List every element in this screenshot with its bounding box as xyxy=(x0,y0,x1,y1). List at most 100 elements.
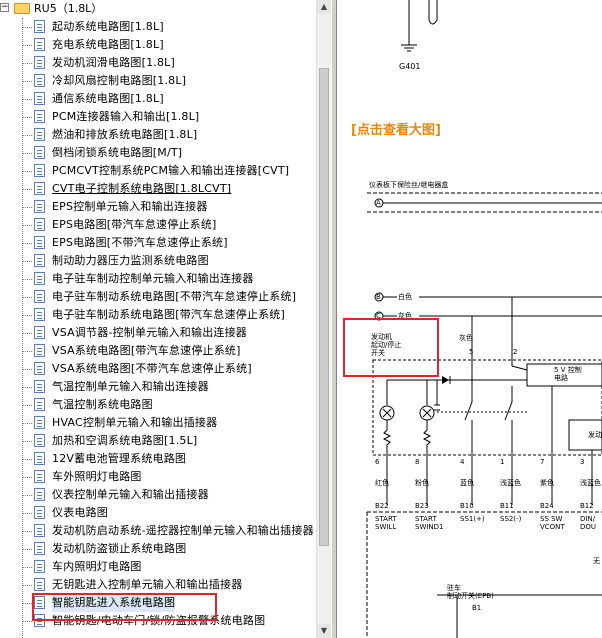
parking-brake-label-line2: 制动开关(EPB) xyxy=(447,592,494,600)
tree-item-label[interactable]: 无钥匙进入控制单元输入和输出插接器 xyxy=(52,578,243,591)
tree-item[interactable]: 倒档闭锁系统电路图[M/T] xyxy=(0,144,316,162)
parking-brake-label-line1: 驻车 xyxy=(447,584,461,592)
tree-item[interactable]: 冷却风扇控制电路图[1.8L] xyxy=(0,72,316,90)
connector-pin-label: B11 xyxy=(500,502,514,510)
tree-item[interactable]: 通信系统电路图[1.8L] xyxy=(0,90,316,108)
tree-item-label[interactable]: VSA系统电路图[不带汽车怠速停止系统] xyxy=(52,362,252,375)
tree-item[interactable]: 仪表电路图 xyxy=(0,504,316,522)
tree-root-node[interactable]: − RU5（1.8L） xyxy=(0,0,320,18)
tree-item[interactable]: 气温控制系统电路图 xyxy=(0,396,316,414)
tree-item[interactable]: 仪表控制单元输入和输出插接器 xyxy=(0,486,316,504)
connector-pin-label: B12 xyxy=(580,502,594,510)
tree-item[interactable]: 发动机防盗锁止系统电路图 xyxy=(0,540,316,558)
tree-item[interactable]: 制动助力器压力监测系统电路图 xyxy=(0,252,316,270)
highlight-box-engine-switch xyxy=(343,318,439,377)
tree-item[interactable]: PCMCVT控制系统PCM输入和输出连接器[CVT] xyxy=(0,162,316,180)
tree-item[interactable]: 加热和空调系统电路图[1.5L] xyxy=(0,432,316,450)
scrollbar-thumb[interactable] xyxy=(319,68,329,546)
collapse-icon[interactable]: − xyxy=(0,2,9,12)
tree-item[interactable]: 起动系统电路图[1.8L] xyxy=(0,18,316,36)
tree-item[interactable]: HVAC控制单元输入和输出插接器 xyxy=(0,414,316,432)
wire-color-label: 粉色 xyxy=(415,479,429,487)
tree-item-label[interactable]: 燃油和排放系统电路图[1.8L] xyxy=(52,128,198,141)
tree-item[interactable]: CVT电子控制系统电路图[1.8LCVT] xyxy=(0,180,316,198)
tree-item-label[interactable]: 起动系统电路图[1.8L] xyxy=(52,20,164,33)
fuse-box-label: 仪表板下保险丝/继电器盒 xyxy=(369,181,449,189)
tree-item-label[interactable]: 仪表控制单元输入和输出插接器 xyxy=(52,488,209,501)
tree-item[interactable]: 车外照明灯电路图 xyxy=(0,468,316,486)
document-icon xyxy=(34,416,45,429)
tree-item-label[interactable]: 制动助力器压力监测系统电路图 xyxy=(52,254,209,267)
wire-color-label: 蓝色 xyxy=(460,479,474,487)
tree-item[interactable]: EPS电路图[不带汽车怠速停止系统] xyxy=(0,234,316,252)
tree-item[interactable]: EPS控制单元输入和输出连接器 xyxy=(0,198,316,216)
scroll-down-arrow-icon[interactable]: ▼ xyxy=(317,624,331,638)
tree-item-label[interactable]: EPS电路图[带汽车怠速停止系统] xyxy=(52,218,217,231)
control-label-line1: 5 V 控制 xyxy=(554,366,582,374)
tree-item[interactable]: 车内照明灯电路图 xyxy=(0,558,316,576)
wire-color-label: 浅蓝色 xyxy=(580,479,601,487)
tree-item-label[interactable]: VSA系统电路图[带汽车怠速停止系统] xyxy=(52,344,241,357)
tree-item-label[interactable]: 加热和空调系统电路图[1.5L] xyxy=(52,434,198,447)
signal-name-label: SWILL xyxy=(375,523,397,531)
view-large-image-link[interactable]: [点击查看大图] xyxy=(351,123,441,138)
tree-item-label[interactable]: PCM连接器输入和输出[1.8L] xyxy=(52,110,200,123)
tree-item-label[interactable]: 发动机防启动系统-遥控器控制单元输入和输出插接器 xyxy=(52,524,314,537)
tree-item-label[interactable]: 通信系统电路图[1.8L] xyxy=(52,92,164,105)
tree-item[interactable]: 气温控制单元输入和输出连接器 xyxy=(0,378,316,396)
tree-item[interactable]: 发动机防启动系统-遥控器控制单元输入和输出插接器 xyxy=(0,522,316,540)
tree-item-label[interactable]: 冷却风扇控制电路图[1.8L] xyxy=(52,74,187,87)
navigation-tree-pane: − RU5（1.8L） 起动系统电路图[1.8L] 充电系统电路图[1.8L] 发动… xyxy=(0,0,331,638)
bottom-pin-label: B1 xyxy=(472,604,482,612)
engine-switch-label-line2: 起动/停止 xyxy=(371,341,402,349)
parking-brake-switch-label: 驻车 制动开关(EPB) xyxy=(447,584,494,600)
tree-item-label[interactable]: EPS控制单元输入和输出连接器 xyxy=(52,200,208,213)
tree-item[interactable]: EPS电路图[带汽车怠速停止系统] xyxy=(0,216,316,234)
tree-item-label[interactable]: 气温控制系统电路图 xyxy=(52,398,153,411)
tree-item-label[interactable]: CVT电子控制系统电路图[1.8LCVT] xyxy=(52,182,232,195)
tree-connector-line xyxy=(22,369,32,370)
tree-item-label[interactable]: 充电系统电路图[1.8L] xyxy=(52,38,164,51)
tree-item[interactable]: 电子驻车制动系统电路图[不带汽车怠速停止系统] xyxy=(0,288,316,306)
pin-5-label: 5 xyxy=(469,348,474,356)
tree-connector-line xyxy=(22,81,32,82)
tree-item[interactable]: 电子驻车制动系统电路图[带汽车怠速停止系统] xyxy=(0,306,316,324)
tree-item-label[interactable]: 倒档闭锁系统电路图[M/T] xyxy=(52,146,183,159)
tree-item-label[interactable]: 电子驻车制动控制单元输入和输出连接器 xyxy=(52,272,254,285)
tree-item[interactable]: 充电系统电路图[1.8L] xyxy=(0,36,316,54)
tree-root-label[interactable]: RU5（1.8L） xyxy=(34,2,103,15)
tree-connector-line xyxy=(22,405,32,406)
tree-connector-line xyxy=(22,45,32,46)
scroll-up-arrow-icon[interactable]: ▲ xyxy=(317,0,331,14)
tree-item[interactable]: PCM连接器输入和输出[1.8L] xyxy=(0,108,316,126)
connector-pin-label: B22 xyxy=(375,502,389,510)
tree-item-label[interactable]: 智能钥匙进入系统电路图 xyxy=(52,594,176,612)
tree-item-label[interactable]: 仪表电路图 xyxy=(52,506,108,519)
document-icon xyxy=(34,236,45,249)
tree-item[interactable]: 发动机润滑电路图[1.8L] xyxy=(0,54,316,72)
wire-white-label: 白色 xyxy=(398,293,412,301)
tree-item-label[interactable]: 发动机润滑电路图[1.8L] xyxy=(52,56,176,69)
tree-item-label[interactable]: 电子驻车制动系统电路图[带汽车怠速停止系统] xyxy=(52,308,285,321)
tree-item-label[interactable]: 发动机防盗锁止系统电路图 xyxy=(52,542,187,555)
tree-item[interactable]: 无钥匙进入控制单元输入和输出插接器 xyxy=(0,576,316,594)
tree-item-label[interactable]: 车外照明灯电路图 xyxy=(52,470,142,483)
tree-item[interactable]: 智能钥匙进入系统电路图 xyxy=(0,594,316,612)
tree-item-label[interactable]: 12V蓄电池管理系统电路图 xyxy=(52,452,187,465)
tree-item[interactable]: 燃油和排放系统电路图[1.8L] xyxy=(0,126,316,144)
tree-item[interactable]: 电子驻车制动控制单元输入和输出连接器 xyxy=(0,270,316,288)
tree-item[interactable]: VSA系统电路图[带汽车怠速停止系统] xyxy=(0,342,316,360)
tree-item-label[interactable]: VSA调节器-控制单元输入和输出连接器 xyxy=(52,326,248,339)
pane-splitter[interactable] xyxy=(331,0,337,638)
pin-number-label: 3 xyxy=(580,458,585,466)
tree-item[interactable]: 12V蓄电池管理系统电路图 xyxy=(0,450,316,468)
vertical-scrollbar[interactable]: ▲ ▼ xyxy=(316,0,331,638)
tree-item[interactable]: VSA系统电路图[不带汽车怠速停止系统] xyxy=(0,360,316,378)
tree-item-label[interactable]: PCMCVT控制系统PCM输入和输出连接器[CVT] xyxy=(52,164,290,177)
tree-item-label[interactable]: EPS电路图[不带汽车怠速停止系统] xyxy=(52,236,228,249)
tree-item-label[interactable]: HVAC控制单元输入和输出插接器 xyxy=(52,416,218,429)
tree-item-label[interactable]: 车内照明灯电路图 xyxy=(52,560,142,573)
tree-item[interactable]: VSA调节器-控制单元输入和输出连接器 xyxy=(0,324,316,342)
tree-item-label[interactable]: 电子驻车制动系统电路图[不带汽车怠速停止系统] xyxy=(52,290,297,303)
tree-item-label[interactable]: 气温控制单元输入和输出连接器 xyxy=(52,380,209,393)
